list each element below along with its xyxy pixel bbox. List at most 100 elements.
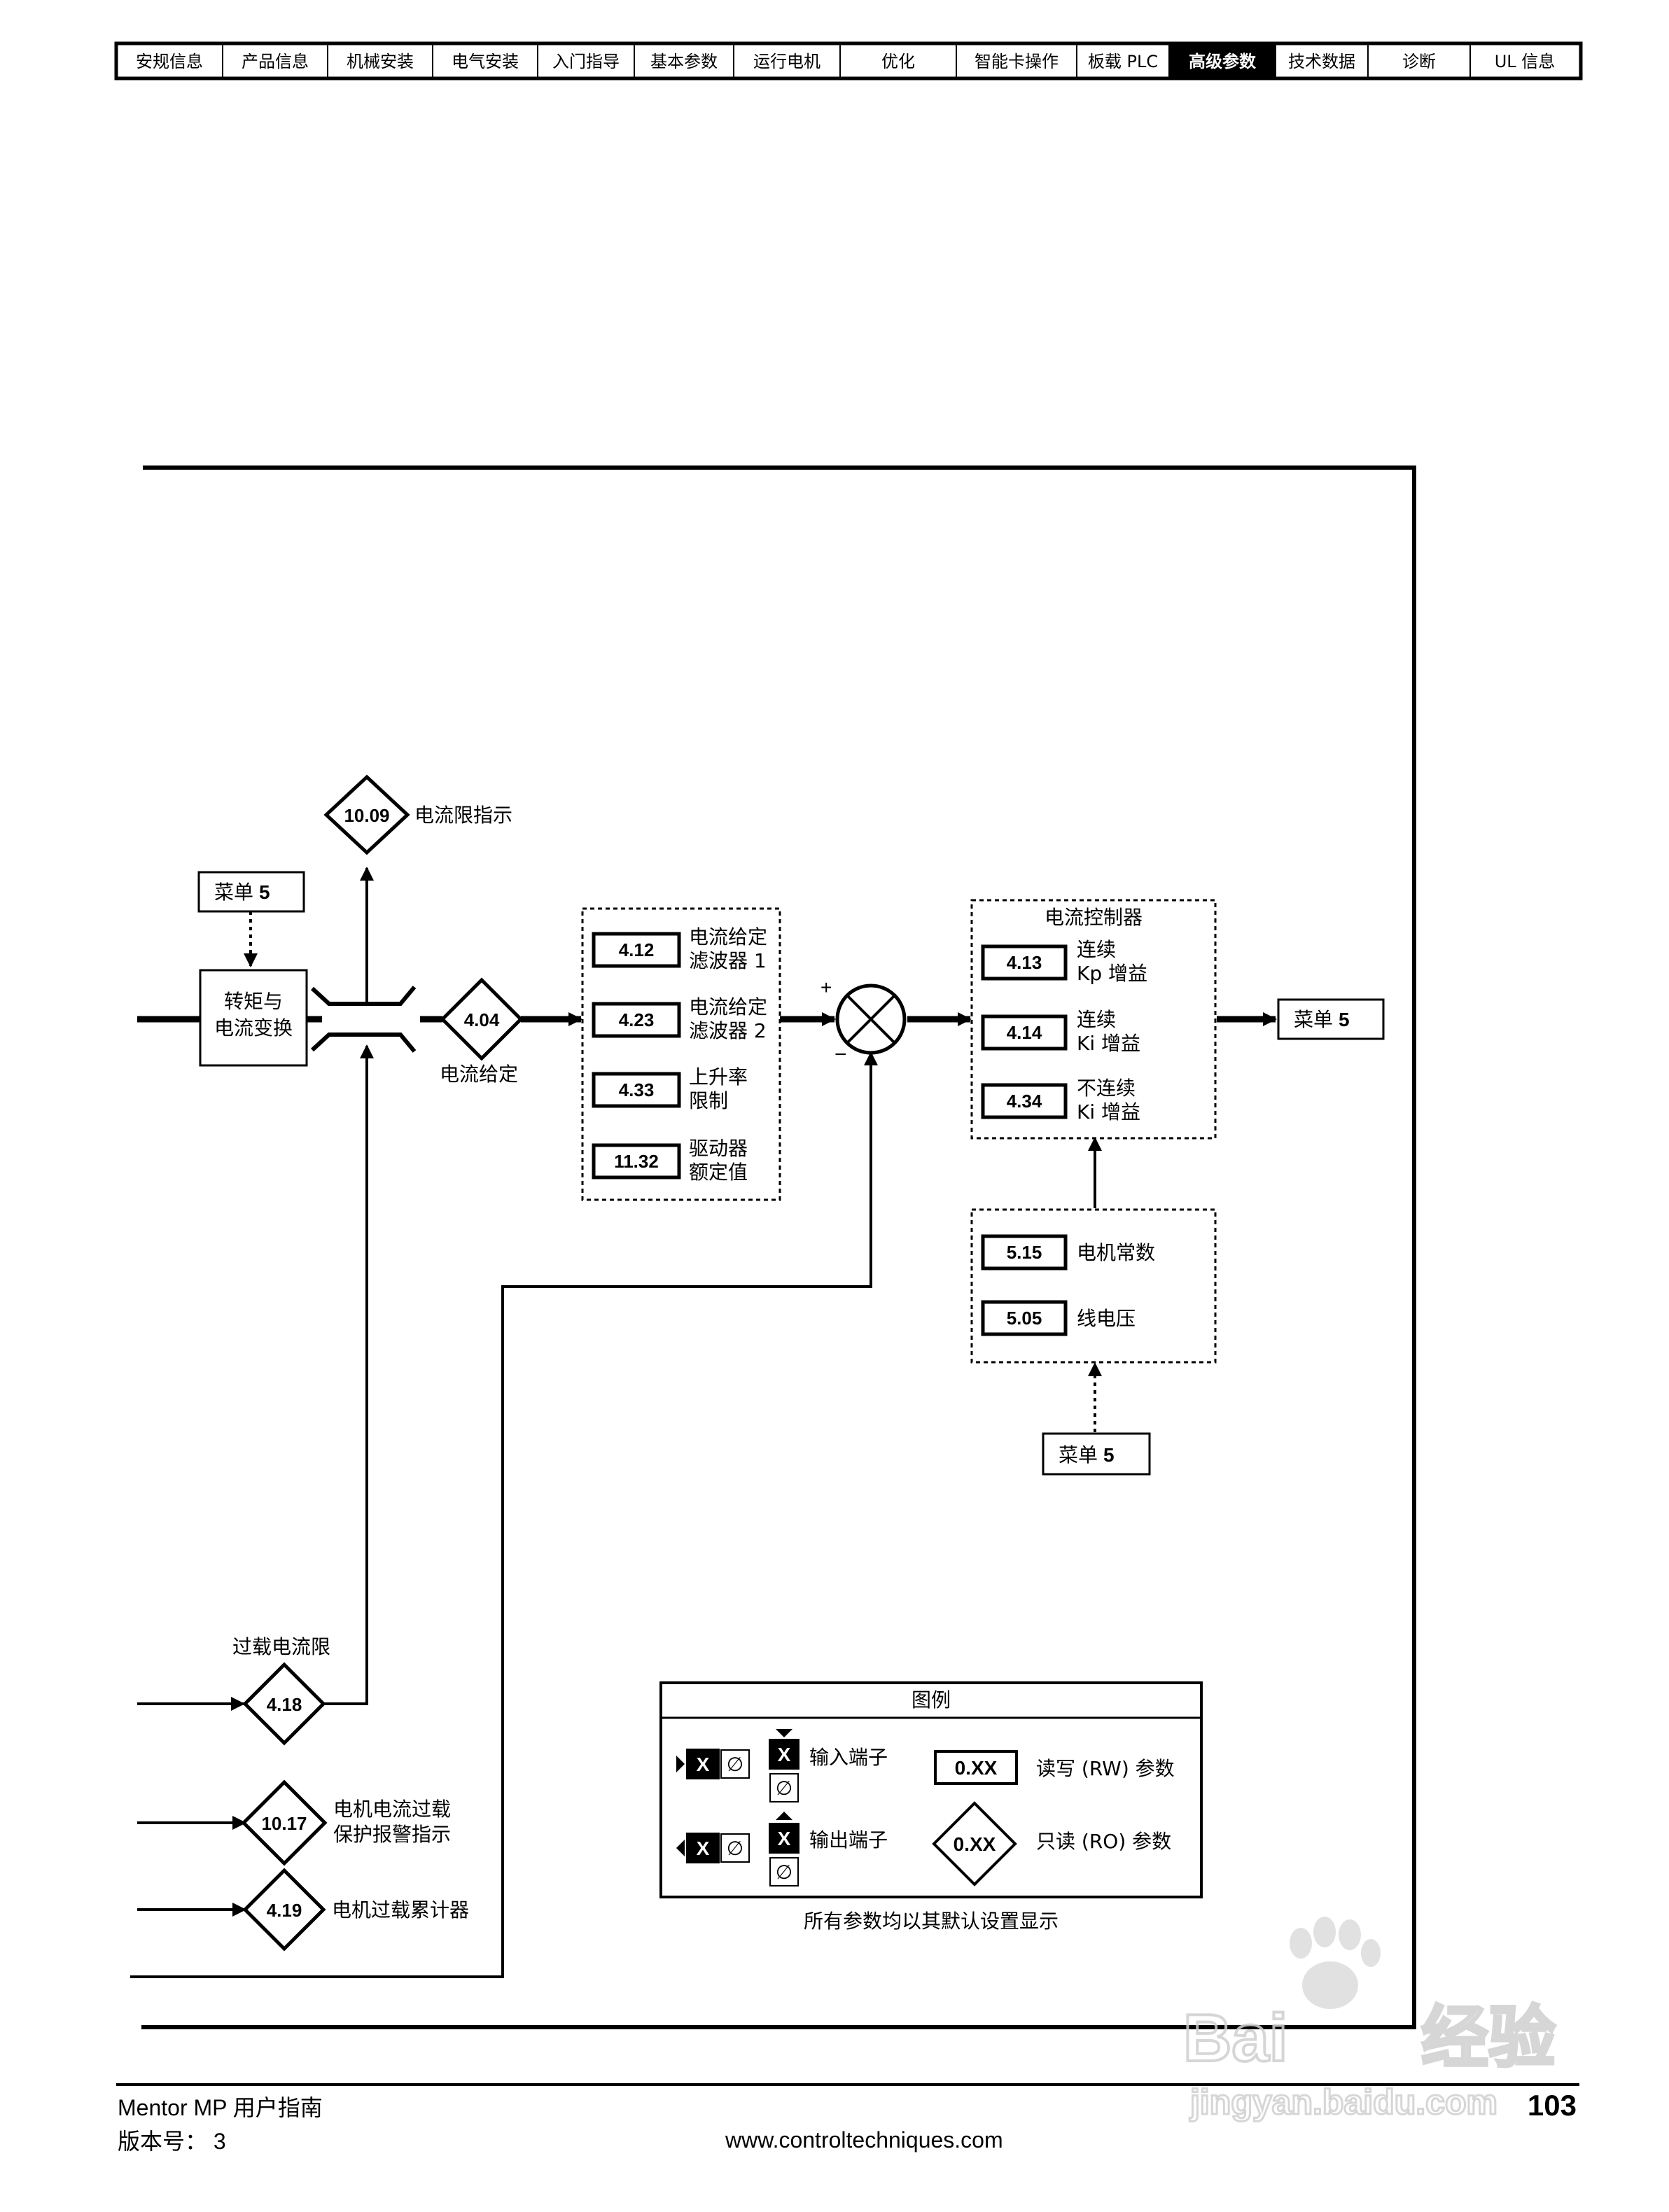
page-number: 103 (1528, 2089, 1577, 2122)
motor-param-box: 5.15 (981, 1234, 1068, 1270)
controller-label-line1: 连续 (1077, 938, 1116, 961)
nav-tab[interactable]: 基本参数 (634, 45, 718, 77)
filter-label-line1: 驱动器 (689, 1137, 748, 1160)
nav-tab[interactable]: 运行电机 (733, 45, 820, 77)
filter-label-line1: 电流给定 (689, 925, 767, 948)
controller-label-line2: Kp 增益 (1077, 962, 1147, 985)
overload-limit-line (290, 1044, 374, 1705)
nav-tab[interactable]: 诊断 (1367, 45, 1436, 77)
nav-tab[interactable]: 智能卡操作 (956, 45, 1059, 77)
input-terminal-label: 输入端子 (809, 1746, 888, 1769)
footer-url[interactable]: www.controltechniques.com (725, 2127, 1003, 2152)
rw-param-box-icon (934, 1750, 1018, 1785)
controller-param-box: 4.34 (981, 1083, 1068, 1119)
menu5-box-top: 菜单 5 (197, 871, 305, 913)
nav-tab-label: 智能卡操作 (975, 52, 1059, 71)
param-10-17-line2: 保护报警指示 (333, 1823, 451, 1846)
overload-limit-label: 过载电流限 (232, 1635, 330, 1658)
filter-param-box-code: 4.23 (619, 1009, 655, 1030)
filter-param-box-code: 4.12 (619, 939, 655, 960)
filter-param-box: 4.23 (592, 1002, 681, 1038)
torque-box-line2: 电流变换 (214, 1016, 293, 1040)
nav-tab-label: 高级参数 (1189, 52, 1257, 71)
motor-param-box-code: 5.05 (1007, 1308, 1042, 1329)
controller-param-box-code: 4.13 (1007, 952, 1042, 973)
nav-tab[interactable]: 技术数据 (1275, 45, 1355, 77)
param-4-04-label: 电流给定 (440, 1063, 518, 1086)
current-limiter-symbol (310, 986, 417, 1053)
nav-tab-label: 基本参数 (650, 52, 718, 71)
menu5-prefix: 菜单 (1294, 1008, 1333, 1031)
param-4-19-code: 4.19 (267, 1900, 302, 1921)
nav-tab[interactable]: 高级参数 (1168, 45, 1276, 77)
filter-label-line2: 额定值 (689, 1161, 748, 1184)
watermark-brand-right: 经验 (1421, 2001, 1556, 2076)
baidu-watermark: Bai 经验 jingyan.baidu.com (1182, 1917, 1557, 2123)
nav-tab-label: UL 信息 (1495, 52, 1556, 71)
param-10-09-label: 电流限指示 (414, 804, 512, 827)
terminal-null: ∅ (776, 1777, 792, 1800)
rw-code: 0.XX (955, 1757, 998, 1779)
nav-tab[interactable]: 产品信息 (222, 45, 309, 77)
summing-junction: + − (820, 976, 907, 1066)
watermark-brand-left: Bai (1183, 2001, 1287, 2076)
nav-tab[interactable]: 优化 (839, 45, 915, 77)
menu5-box-right: 菜单 5 (1277, 998, 1385, 1040)
terminal-x: X (778, 1828, 791, 1849)
nav-tab[interactable]: 安规信息 (136, 52, 203, 71)
nav-tab[interactable]: 机械安装 (327, 45, 414, 77)
menu5-number: 5 (1339, 1009, 1350, 1030)
nav-tab-label: 诊断 (1402, 52, 1436, 71)
motor-param-label: 电机常数 (1077, 1241, 1155, 1264)
chapter-nav-bar: 安规信息产品信息 机械安装电气安装 入门指导 基本参数运行电机 优化 智能卡操作板载 PL… (114, 41, 1583, 80)
svg-text:菜单5: 菜单5 (1059, 1443, 1115, 1466)
nav-tab[interactable]: 电气安装 (432, 45, 519, 77)
param-4-19-label: 电机过载累计器 (332, 1898, 469, 1921)
controller-param-box: 4.13 (981, 944, 1068, 981)
menu5-number: 5 (259, 881, 270, 903)
torque-current-conversion-box: 转矩与 电流变换 (199, 969, 308, 1067)
nav-tab[interactable]: 板载 PLC (1076, 45, 1158, 77)
nav-frame (114, 41, 1583, 80)
nav-tab[interactable]: 入门指导 (537, 45, 620, 77)
torque-box-line1: 转矩与 (224, 990, 283, 1013)
terminal-x: X (697, 1837, 710, 1859)
feedback-line (130, 1051, 878, 1978)
motor-param-box: 5.05 (981, 1300, 1068, 1336)
svg-text:菜单5: 菜单 5 (1294, 1008, 1350, 1031)
footer-guide-title: Mentor MP 用户指南 (118, 2095, 323, 2120)
ro-param-diamond-icon (932, 1801, 1017, 1886)
nav-tab-label: 优化 (881, 52, 915, 71)
input-terminal-vertical-icon: X ∅ (769, 1729, 799, 1802)
ro-label: 只读 (RO) 参数 (1036, 1830, 1171, 1853)
nav-tab-label: 机械安装 (347, 52, 414, 71)
param-4-18-diamond: 过载电流限 4.18 (232, 1635, 330, 1746)
motor-param-label: 线电压 (1077, 1307, 1136, 1330)
motor-param-box-code: 5.15 (1007, 1242, 1042, 1263)
rw-label: 读写 (RW) 参数 (1036, 1757, 1175, 1780)
paw-icon (1290, 1917, 1381, 2009)
legend: 图例 X ∅ X ∅ 输入端子 X ∅ (659, 1681, 1203, 1933)
filter-param-box-code: 4.33 (619, 1079, 655, 1100)
nav-tab-label: 安规信息 (136, 52, 203, 71)
param-4-04-code: 4.04 (464, 1009, 500, 1030)
param-10-09-diamond: 10.09 电流限指示 (323, 774, 512, 855)
nav-tab[interactable]: UL 信息 (1469, 45, 1556, 77)
param-4-04-diamond: 4.04 电流给定 (440, 977, 524, 1086)
param-10-17-line1: 电机电流过载 (333, 1798, 451, 1821)
nav-tab-label: 技术数据 (1288, 52, 1355, 71)
input-terminal-horizontal-icon: X ∅ (676, 1749, 750, 1779)
menu5-prefix: 菜单 (1059, 1443, 1098, 1466)
motor-params-group: 5.15 电机常数 5.05 线电压 (970, 1208, 1217, 1364)
nav-tab-label: 入门指导 (552, 52, 620, 71)
filter-label-line2: 限制 (689, 1089, 728, 1112)
param-10-09-code: 10.09 (344, 805, 389, 826)
legend-title: 图例 (912, 1688, 951, 1712)
output-terminal-label: 输出端子 (809, 1828, 888, 1851)
menu5-prefix: 菜单 (214, 881, 253, 904)
terminal-null: ∅ (727, 1753, 743, 1776)
controller-title: 电流控制器 (1045, 906, 1143, 929)
filter-param-box: 4.12 (592, 932, 681, 968)
